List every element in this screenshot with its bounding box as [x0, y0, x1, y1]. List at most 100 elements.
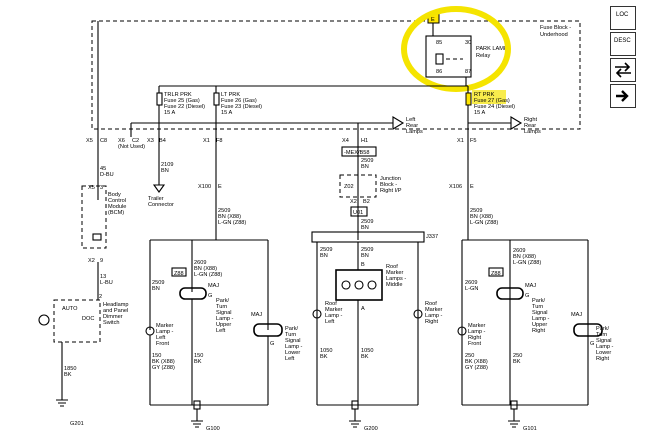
ml-label: Marker	[156, 323, 174, 329]
relay-name-2: Relay	[476, 53, 491, 59]
mex-block	[341, 146, 377, 157]
pin-x4: X4	[342, 138, 349, 144]
pin-x3: X3	[147, 138, 154, 144]
connector-view-button[interactable]	[610, 58, 636, 82]
z88-left: Z88	[174, 271, 184, 277]
headlamp-switch-label-4: Switch	[103, 320, 119, 326]
wire-1850-color: BK	[64, 372, 72, 378]
wire-150a: 150	[152, 353, 161, 359]
trailer-connector-icon	[152, 184, 166, 193]
fuse-block-title-2: Underhood	[540, 32, 568, 38]
wire-2509m-color: BN	[361, 225, 369, 231]
mr-label-4: Front	[468, 341, 482, 347]
pin-f5: F5	[470, 138, 477, 144]
mr-label-3: Right	[468, 335, 482, 341]
relay-pin-30: 30	[465, 40, 471, 46]
wire-2509a-color: BN (X88)	[218, 214, 241, 220]
lt-lower-label-5: Lower	[285, 350, 300, 356]
left-rear-lamps-label-2: Rear	[406, 123, 418, 129]
mr-label: Marker	[468, 323, 486, 329]
junction-label-3: Right I/P	[380, 188, 402, 194]
fuse-block-title: Fuse Block -	[540, 25, 571, 31]
roof-lamp-3	[367, 280, 377, 290]
lamp-upper-left	[179, 287, 207, 300]
fuse-trlr-gas: Fuse 25 (Gas)	[164, 98, 200, 104]
j337-splice	[311, 231, 425, 243]
rt-upper-label-5: Upper	[532, 322, 547, 328]
fuse-lt-label: LT PRK	[221, 92, 240, 98]
pin-f8: F8	[216, 138, 223, 144]
wire-2509l-color: BN	[361, 164, 369, 170]
lt-lower-label-2: Turn	[285, 332, 296, 338]
wire-1050b: 1050	[361, 348, 373, 354]
ml-label-4: Front	[156, 341, 170, 347]
rt-upper-label-2: Turn	[532, 304, 543, 310]
wire-13-color: L-BU	[100, 280, 113, 286]
roof-marker-middle-box	[335, 269, 383, 301]
lt-upper-label: Park/	[216, 298, 230, 304]
rm-mid-label-2: Marker	[386, 270, 404, 276]
junction-label-2: Block -	[380, 182, 397, 188]
wire-2509a: 2509	[218, 208, 230, 214]
fuse-lt-prk	[213, 92, 220, 106]
maj-lower-right: MAJ	[571, 312, 582, 318]
ground-g200-icon	[349, 420, 361, 428]
arrow-right-icon	[616, 90, 629, 102]
pin-x106: X106	[449, 184, 462, 190]
roof-lamp-2	[354, 280, 364, 290]
pin-e1: E	[218, 184, 222, 190]
g-upper-right: G	[525, 293, 529, 299]
wire-250a-color: BK (X88)	[465, 359, 488, 365]
rt-lower-label-2: Turn	[596, 332, 607, 338]
not-used-label: (Not Used)	[118, 144, 145, 150]
loc-text: LOC	[616, 12, 629, 18]
z02-label: Z02	[344, 184, 354, 190]
trailer-label: Trailer	[148, 196, 164, 202]
wire-2609-right-color: BN (X88)	[513, 254, 536, 260]
trailer-label-2: Connector	[148, 202, 174, 208]
lamp-lower-right	[573, 323, 603, 337]
wire-2509n-color: BN	[320, 253, 328, 259]
wire-2509m: 2509	[361, 219, 373, 225]
wire-2609: 2609	[194, 260, 206, 266]
junction-label: Junction	[380, 176, 401, 182]
headlamp-switch-label: Headlamp	[103, 302, 129, 308]
pin-b-mid: B	[361, 262, 365, 268]
left-rear-lamps-label-3: Lamps	[406, 129, 423, 135]
fuse-trlr-prk	[156, 92, 163, 106]
wire-2509b: 2509	[152, 280, 164, 286]
location-button[interactable]: LOC	[610, 6, 636, 30]
mex-label: -MEX/B58	[344, 150, 370, 156]
wire-250a-color-2: GY (Z88)	[465, 365, 488, 371]
connector-icon	[615, 62, 631, 78]
roof-marker-right	[413, 309, 423, 319]
rt-upper-label-6: Right	[532, 328, 546, 334]
maj-upper-left: MAJ	[208, 283, 219, 289]
relay-pin-85: 85	[436, 40, 442, 46]
g-lower-right: G	[590, 341, 594, 347]
ml-label-2: Lamp -	[156, 329, 174, 335]
rt-upper-label-3: Signal	[532, 310, 548, 316]
rt-lower-label-3: Signal	[596, 338, 612, 344]
relay-name: PARK LAMP	[476, 46, 508, 52]
g-lower-left: G	[270, 341, 274, 347]
rm-mid-label: Roof	[386, 264, 398, 270]
fuse-rt-highlight	[472, 90, 506, 104]
description-button[interactable]: DESC	[610, 32, 636, 56]
pin-h1: H1	[361, 138, 368, 144]
wire-2509a-color-2: L-GN (Z88)	[218, 220, 246, 226]
g-upper-left: G	[208, 293, 212, 299]
fuse-lt-diesel: Fuse 23 (Diesel)	[221, 104, 262, 110]
next-page-button[interactable]	[610, 84, 636, 108]
roof-lamp-1	[341, 280, 351, 290]
wire-1050b-color: BK	[361, 354, 369, 360]
wire-2609r-color: L-GN	[465, 286, 478, 292]
fuse-rt-prk	[465, 92, 472, 106]
left-rear-lamps-arrow	[392, 116, 405, 130]
rm-mid-label-3: Lamps -	[386, 276, 406, 282]
wire-2109: 2109	[161, 162, 173, 168]
junction-block	[339, 174, 377, 198]
wire-150b: 150	[194, 353, 203, 359]
wire-45-color: D-BU	[100, 172, 114, 178]
